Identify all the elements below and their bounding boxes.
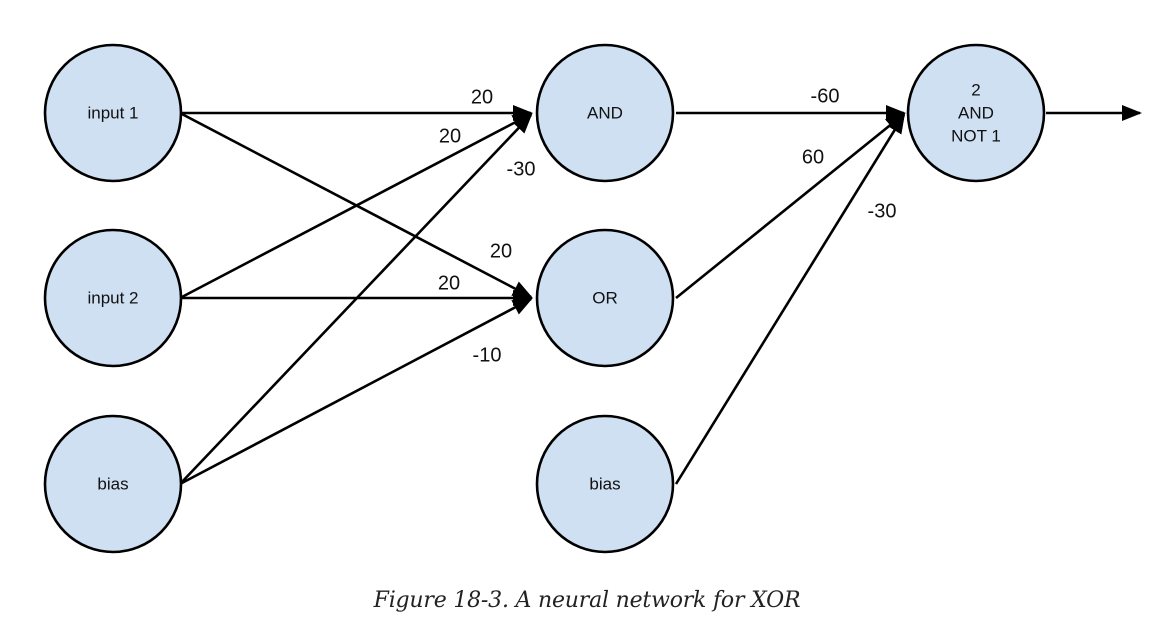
edges-layer-2 bbox=[674, 105, 1142, 485]
node-and: AND bbox=[535, 43, 675, 183]
node-input2: input 2 bbox=[43, 228, 183, 368]
edges-layer-1 bbox=[179, 105, 533, 486]
node-bias-hidden-label: bias bbox=[589, 474, 620, 493]
node-or: OR bbox=[535, 228, 675, 368]
node-output: 2 AND NOT 1 bbox=[906, 43, 1046, 183]
node-output-label-line2: AND bbox=[958, 103, 994, 122]
node-input1-label: input 1 bbox=[87, 103, 138, 122]
node-or-label: OR bbox=[592, 288, 618, 307]
weight-input2-or: 20 bbox=[438, 272, 460, 294]
weight-labels: 20 20 -30 20 20 -10 -60 60 -30 bbox=[438, 85, 897, 366]
edge-input1-or bbox=[179, 111, 533, 299]
weight-and-out: -60 bbox=[811, 85, 840, 107]
node-output-label-line3: NOT 1 bbox=[951, 126, 1001, 145]
node-output-label-line1: 2 bbox=[971, 80, 980, 99]
node-bias-input-label: bias bbox=[97, 474, 128, 493]
weight-input2-and: 20 bbox=[439, 125, 461, 147]
weight-bias-or: -10 bbox=[473, 344, 502, 366]
node-bias-input: bias bbox=[43, 414, 183, 554]
weight-or-out: 60 bbox=[802, 146, 824, 168]
node-input2-label: input 2 bbox=[87, 288, 138, 307]
edge-or-out bbox=[675, 112, 906, 300]
node-bias-hidden: bias bbox=[535, 414, 675, 554]
weight-bias-out: -30 bbox=[868, 200, 897, 222]
node-and-label: AND bbox=[587, 103, 623, 122]
node-input1: input 1 bbox=[43, 43, 183, 183]
edge-bias-and bbox=[179, 113, 533, 485]
edge-bias-or bbox=[179, 297, 533, 486]
weight-bias-and: -30 bbox=[507, 158, 536, 180]
figure-caption: Figure 18-3. A neural network for XOR bbox=[373, 588, 801, 613]
edge-bias-out bbox=[674, 113, 906, 485]
weight-input1-or: 20 bbox=[490, 240, 512, 262]
weight-input1-and: 20 bbox=[471, 86, 493, 108]
